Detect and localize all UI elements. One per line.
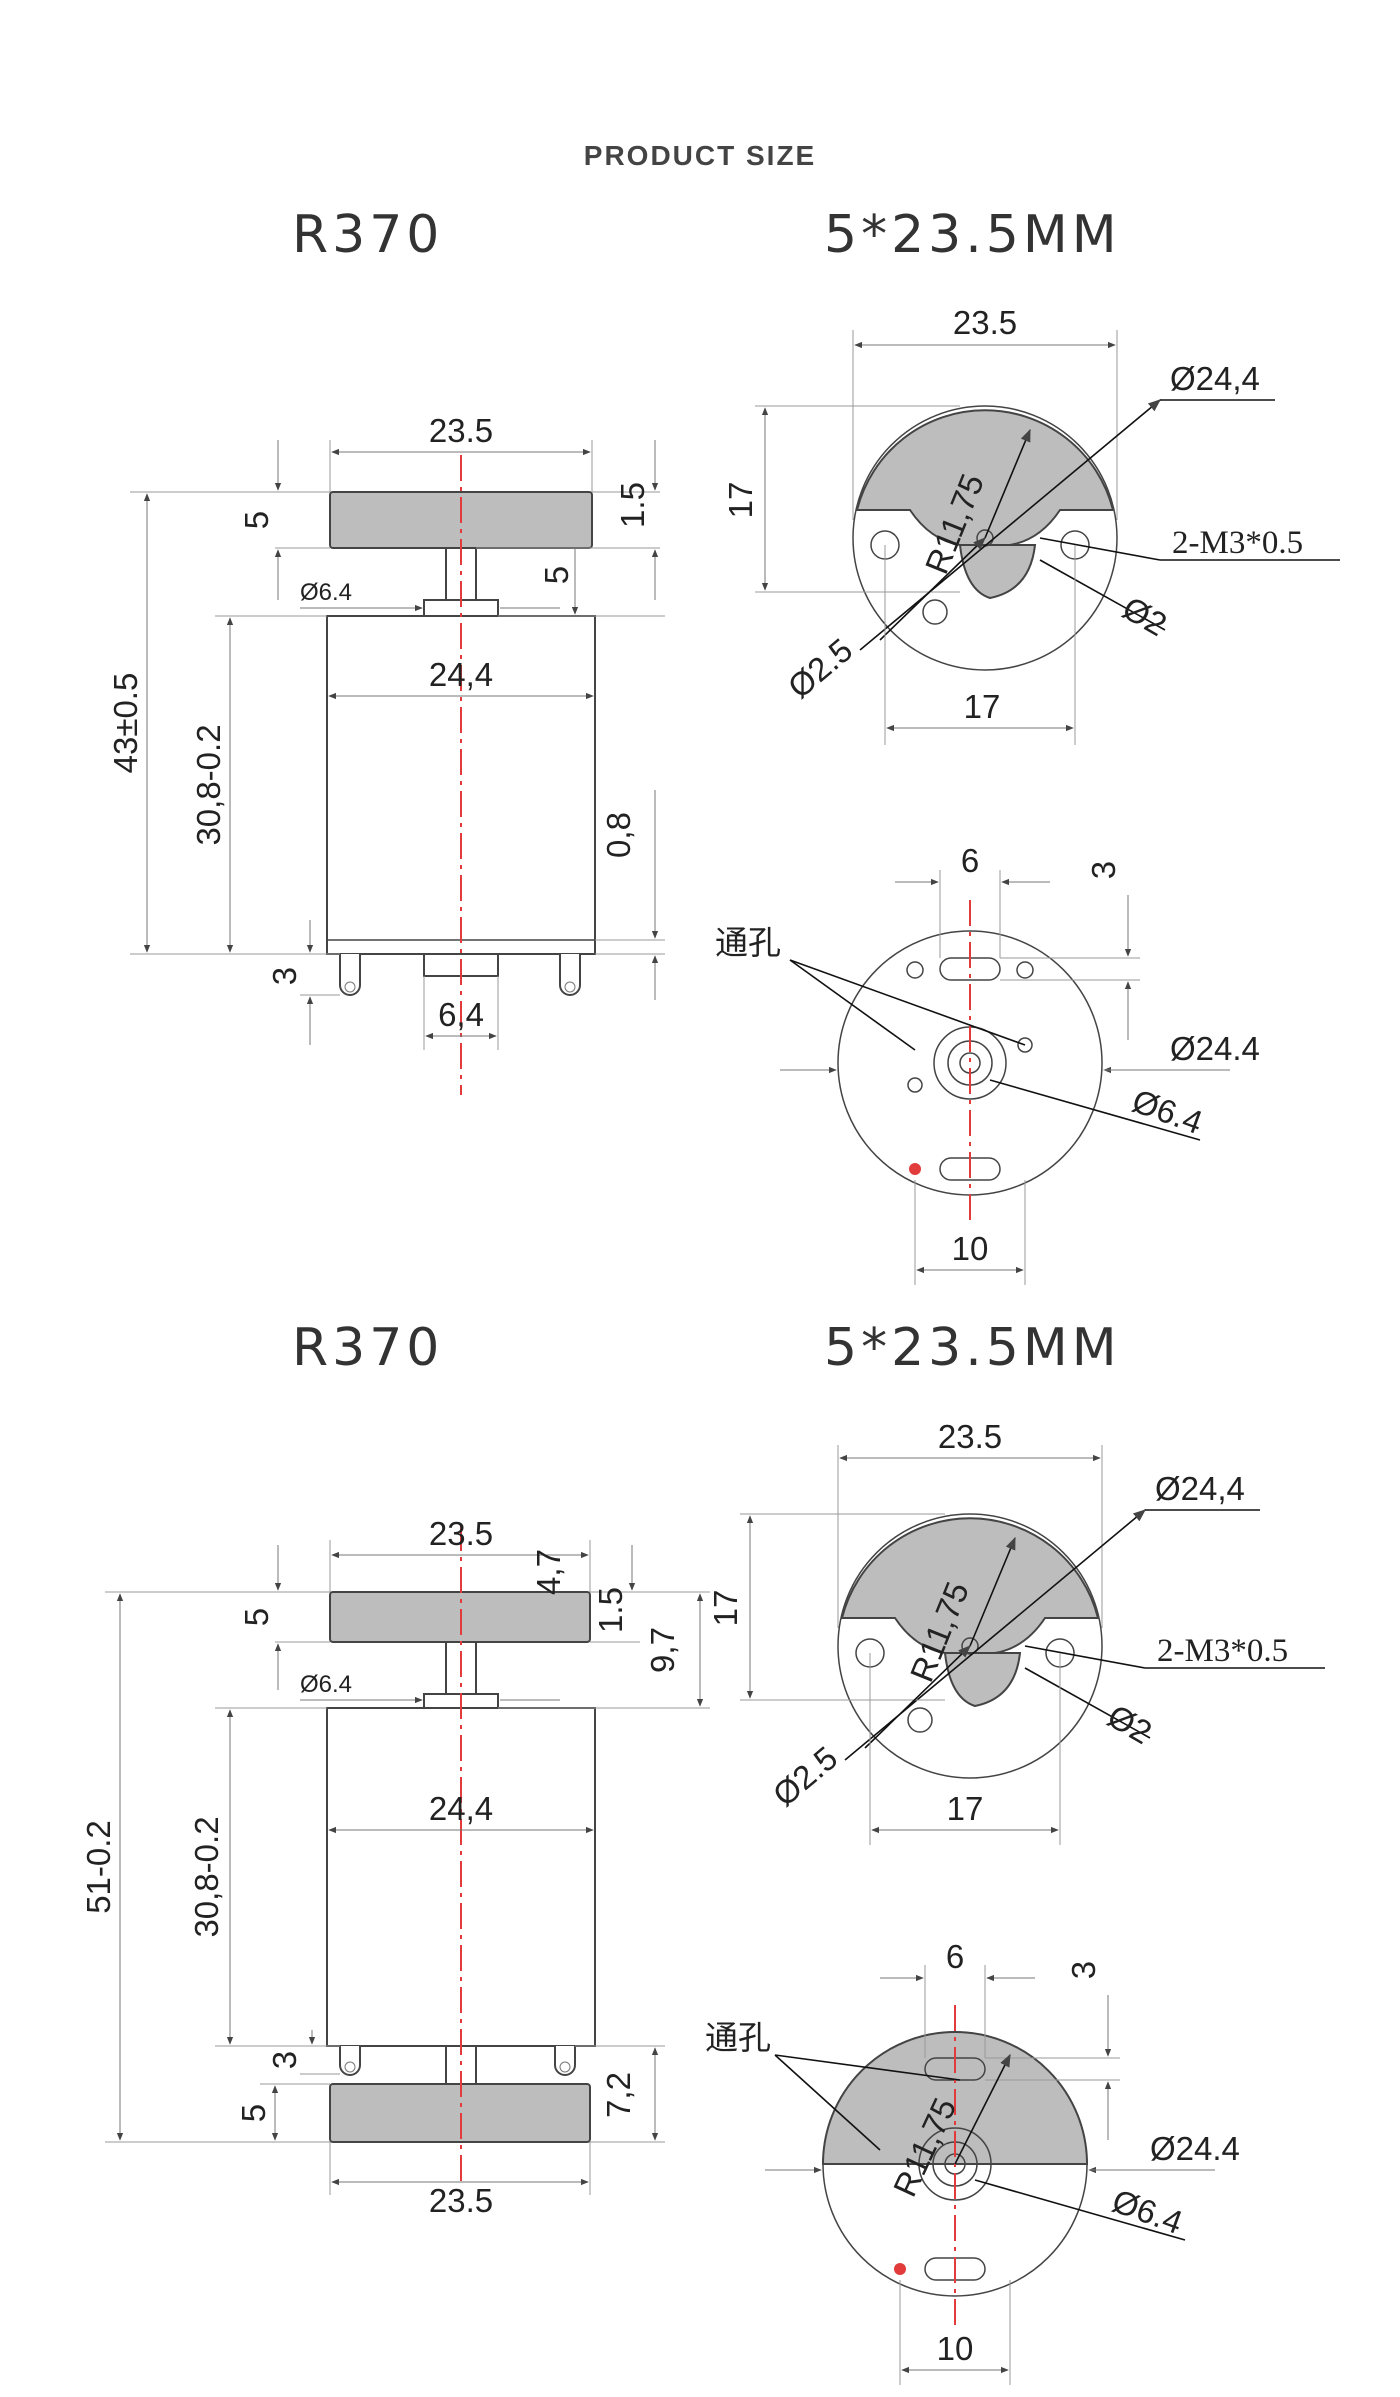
dim-cap-gap-2: 1.5 — [592, 1587, 629, 1633]
dim-overall-length: 43±0.5 — [107, 673, 144, 774]
dim-cap-width-2: 23.5 — [429, 1515, 493, 1552]
dim-hole-center: Ø2.5 — [781, 631, 860, 705]
top-view-2: 23.5 Ø24,4 17 R11,75 2-M3*0.5 Ø2 Ø2.5 17 — [707, 1418, 1325, 1845]
page-header: PRODUCT SIZE — [583, 140, 817, 171]
dim-slot-offset: 3 — [1085, 861, 1122, 879]
dim-overall-length-2: 51-0.2 — [80, 1820, 117, 1914]
dim-top-diameter: Ø24,4 — [1170, 360, 1260, 397]
dim-cap-total-2: 9,7 — [644, 1627, 681, 1673]
dim-end-boss-2: Ø6.4 — [1108, 2182, 1188, 2241]
dim-bushing-dia: Ø6.4 — [300, 579, 352, 606]
dim-bottom-cap-total: 7,2 — [600, 2072, 637, 2118]
dim-cap-width: 23.5 — [429, 412, 493, 449]
dim-body-width: 24,4 — [429, 656, 493, 693]
cap-face — [855, 409, 1115, 546]
dim-top-bottom-width: 17 — [964, 688, 1001, 725]
dim-top-diameter-2: Ø24,4 — [1155, 1470, 1245, 1507]
section-2-right-title: 5*23.5MM — [824, 1318, 1121, 1378]
dim-thread-2: 2-M3*0.5 — [1157, 1633, 1288, 1669]
dim-cap-height: 5 — [238, 511, 275, 529]
dim-slot-2: 6 — [946, 1938, 964, 1975]
dim-top-bottom-width-2: 17 — [947, 1790, 984, 1827]
top-view-1: 23.5 Ø24,4 17 R11,75 2-M3*0.5 Ø2 Ø2.5 17 — [722, 304, 1340, 745]
dim-flange: 0,8 — [600, 812, 637, 858]
side-view-2: 23.5 4,7 5 1.5 9,7 Ø6.4 24,4 51-0.2 30,8… — [80, 1515, 710, 2219]
dim-boss-dia: 6,4 — [438, 996, 484, 1033]
dim-slot-offset-2: 3 — [1065, 1961, 1102, 1979]
side-view-1: 23.5 5 1.5 5 Ø6.4 24,4 43±0.5 30,8- — [107, 412, 665, 1095]
dim-terminal-spacing-2: 10 — [937, 2330, 974, 2367]
label-through-hole-2: 通孔 — [705, 2019, 771, 2056]
dim-terminal-2: 3 — [266, 2051, 303, 2069]
dim-bushing-dia-2: Ø6.4 — [300, 1671, 352, 1698]
dim-terminal-spacing: 10 — [952, 1230, 989, 1267]
section-1-left-title: R370 — [292, 205, 444, 265]
label-through-hole: 通孔 — [715, 924, 781, 961]
dim-top-width-2: 23.5 — [938, 1418, 1002, 1455]
dim-end-boss: Ø6.4 — [1128, 1082, 1208, 1141]
dim-cap-offset-2: 4,7 — [530, 1549, 567, 1595]
polarity-mark — [909, 1163, 921, 1175]
dim-hole-center-2: Ø2.5 — [766, 1739, 845, 1813]
dim-hole-small-2: Ø2 — [1102, 1697, 1159, 1751]
dim-end-diameter: Ø24.4 — [1170, 1030, 1260, 1067]
dim-body-width-2: 24,4 — [429, 1790, 493, 1827]
dim-slot: 6 — [961, 842, 979, 879]
end-view-2: 6 3 通孔 R11,75 Ø24.4 Ø6.4 10 — [705, 1938, 1240, 2385]
dim-bottom-cap-height: 5 — [235, 2104, 272, 2122]
dim-shaft-length: 5 — [538, 566, 575, 584]
dim-body-length-2: 30,8-0.2 — [188, 1816, 225, 1937]
dim-terminal: 3 — [266, 967, 303, 985]
dim-end-diameter-2: Ø24.4 — [1150, 2130, 1240, 2167]
section-2-left-title: R370 — [292, 1318, 444, 1378]
terminal-right — [559, 954, 581, 996]
terminal-left — [339, 954, 361, 996]
section-1-right-title: 5*23.5MM — [824, 205, 1121, 265]
dim-top-width: 23.5 — [953, 304, 1017, 341]
dim-thread: 2-M3*0.5 — [1172, 525, 1303, 561]
motor-outline — [852, 405, 1118, 671]
dim-bottom-cap-width: 23.5 — [429, 2182, 493, 2219]
dim-cap-height-2: 5 — [238, 1608, 275, 1626]
dim-cap-gap: 1.5 — [614, 482, 651, 528]
dim-body-length: 30,8-0.2 — [190, 724, 227, 845]
dim-top-height: 17 — [722, 482, 759, 519]
dim-top-height-2: 17 — [707, 1590, 744, 1627]
end-view-1: 6 3 通孔 Ø24.4 Ø6.4 10 — [715, 842, 1260, 1285]
dim-hole-small: Ø2 — [1117, 589, 1174, 643]
